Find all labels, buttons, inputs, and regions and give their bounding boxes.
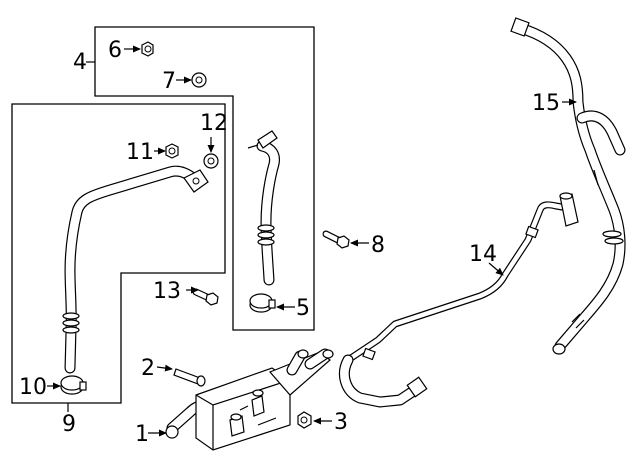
arrow-14 (488, 262, 504, 276)
tube-part-14 (339, 192, 579, 408)
hose-part-4 (247, 130, 280, 286)
callout-5: 5 (296, 296, 310, 321)
group-box-4 (94, 26, 315, 331)
callout-9: 9 (62, 412, 76, 437)
callout-12: 12 (200, 111, 228, 136)
callout-3: 3 (334, 410, 348, 435)
group-box-9 (11, 103, 226, 404)
nut-part-6 (141, 41, 154, 57)
callout-2: 2 (141, 356, 155, 381)
stud-part-2 (173, 368, 206, 387)
nut-part-3 (297, 411, 312, 429)
callout-14: 14 (469, 242, 497, 267)
callout-15: 15 (532, 91, 560, 116)
arrow-2 (156, 364, 173, 372)
callout-10: 10 (19, 375, 47, 400)
oil-cooler-part-1 (165, 348, 334, 451)
nut-part-11 (165, 143, 179, 159)
callout-8: 8 (371, 233, 385, 258)
callout-1: 1 (135, 422, 149, 447)
clamp-part-5 (249, 293, 276, 313)
callout-11: 11 (126, 140, 154, 165)
washer-part-12 (203, 153, 219, 169)
bolt-part-13 (192, 288, 219, 306)
tube-part-9 (62, 165, 209, 374)
callout-4: 4 (73, 50, 87, 75)
callout-7: 7 (162, 69, 176, 94)
callout-6: 6 (108, 38, 122, 63)
clamp-part-10 (60, 375, 87, 395)
bolt-part-8 (322, 230, 350, 249)
callout-13: 13 (153, 279, 181, 304)
hose-part-15 (510, 17, 626, 355)
washer-part-7 (191, 72, 207, 88)
